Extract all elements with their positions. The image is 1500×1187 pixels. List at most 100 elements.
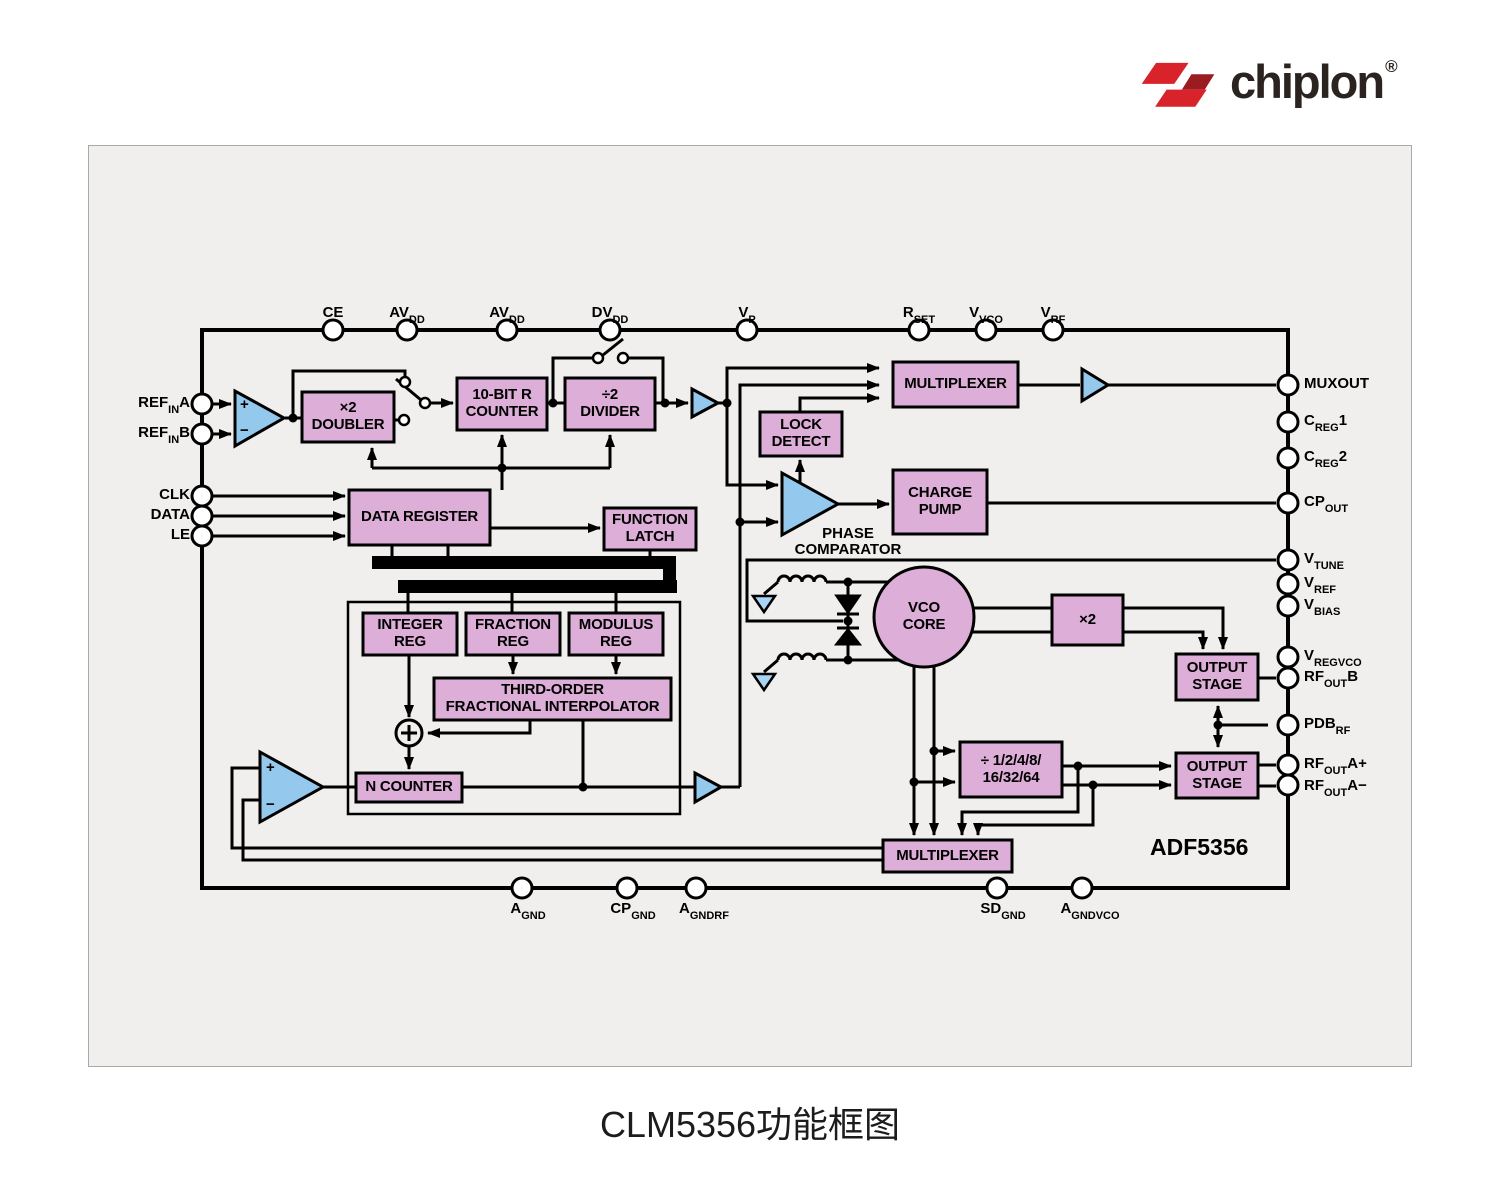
- block-integer-reg-rect: [361, 611, 459, 657]
- sigma-delta-groupbox: [346, 600, 682, 816]
- pin-label-pdbrf: PDBRF: [1304, 715, 1351, 737]
- pin-creg2: [1276, 446, 1300, 470]
- pin-label-creg1: CREG1: [1304, 412, 1348, 434]
- pin-clk: [190, 484, 214, 508]
- pin-agndvco: [1070, 876, 1094, 900]
- pin-label-agndvco: AGNDVCO: [1060, 900, 1120, 922]
- pin-label-agndrf: AGNDRF: [679, 900, 729, 922]
- pin-label-clk: CLK: [159, 486, 190, 503]
- block-output-stage-b: OUTPUT STAGE: [1186, 659, 1248, 693]
- pin-label-rfout-a-minus: RFOUTA−: [1304, 777, 1367, 799]
- block-multiplexer-bottom: MULTIPLEXER: [896, 846, 999, 864]
- brand-logo-icon: [1141, 62, 1215, 107]
- pin-agndrf: [684, 876, 708, 900]
- amplifier-triangles: [233, 366, 1111, 825]
- package-pins: [190, 318, 1300, 900]
- pin-label-vref: VREF: [1304, 574, 1337, 596]
- pin-label-rfout-a-plus: RFOUTA+: [1304, 755, 1367, 777]
- block-function-latch-rect: [602, 506, 698, 552]
- pin-label-vp: VP: [738, 304, 756, 326]
- block-output-stage-a-rect: [1174, 751, 1260, 800]
- pin-rfout-b: [1276, 666, 1300, 690]
- pin-rfout-a-plus: [1276, 753, 1300, 777]
- block-multiplexer-top-rect: [891, 360, 1020, 409]
- block-lock-detect-rect: [758, 410, 844, 458]
- block-x2-rect: [1050, 593, 1125, 647]
- comparator-plus-sign: +: [266, 759, 275, 776]
- pin-cpout: [1276, 491, 1300, 515]
- block-divider2: ÷2 DIVIDER: [580, 386, 640, 420]
- ground-icon: [750, 672, 778, 693]
- block-multiplexer-top: MULTIPLEXER: [904, 375, 1007, 393]
- chip-name: ADF5356: [1150, 834, 1249, 860]
- block-n-counter-rect: [354, 771, 464, 804]
- block-integer-reg: INTEGER REG: [377, 616, 443, 650]
- block-data-register: DATA REGISTER: [360, 508, 479, 526]
- adder-icon: [394, 718, 424, 748]
- pin-label-cpout: CPOUT: [1304, 493, 1349, 515]
- junction-dots: [288, 398, 1223, 792]
- pin-avdd-2: [495, 318, 519, 342]
- refbuf-plus-sign: +: [240, 396, 249, 413]
- block-output-stage-b-rect: [1174, 652, 1260, 702]
- pin-vbias: [1276, 594, 1300, 618]
- muxout-buffer-icon: [1080, 366, 1111, 404]
- pin-label-vrf: VRF: [1040, 304, 1066, 326]
- pin-creg1: [1276, 410, 1300, 434]
- ref-input-buffer-icon: [233, 388, 288, 449]
- pin-muxout: [1276, 373, 1300, 397]
- pin-label-vtune: VTUNE: [1304, 550, 1344, 572]
- block-vco-core-circle: [872, 565, 976, 669]
- pin-data: [190, 504, 214, 528]
- block-lock-detect: LOCK DETECT: [771, 416, 831, 450]
- block-r-counter-rect: [455, 376, 549, 432]
- pin-label-ce: CE: [322, 304, 344, 321]
- block-interpolator-rect: [432, 676, 673, 722]
- block-function-latch: FUNCTION LATCH: [612, 511, 688, 545]
- block-rf-divider: ÷ 1/2/4/8/ 16/32/64: [980, 751, 1042, 786]
- block-rf-divider-rect: [958, 740, 1064, 799]
- block-n-counter: N COUNTER: [365, 778, 453, 796]
- varactor-diodes: [833, 594, 863, 646]
- block-doubler-rect: [300, 390, 396, 444]
- pin-label-rset: RSET: [902, 304, 936, 326]
- block-fraction-reg-rect: [464, 611, 562, 657]
- block-multiplexer-bottom-rect: [881, 838, 1014, 874]
- pin-agnd: [510, 876, 534, 900]
- pin-vtune: [1276, 548, 1300, 572]
- ground-icon: [750, 594, 778, 615]
- block-vco-core: VCO CORE: [902, 599, 946, 633]
- pin-sdgnd: [985, 876, 1009, 900]
- pin-vrf: [1041, 318, 1065, 342]
- pin-label-rfout-b: RFOUTB: [1304, 668, 1359, 690]
- pin-rfout-a-minus: [1276, 773, 1300, 797]
- ground-symbols: [750, 594, 778, 693]
- pin-label-muxout: MUXOUT: [1304, 375, 1369, 392]
- data-bus-bars: [372, 556, 677, 593]
- pin-label-avdd-2: AVDD: [489, 304, 525, 326]
- pin-avdd-1: [395, 318, 419, 342]
- brand-logo: chiplon ®: [1136, 50, 1416, 112]
- pin-label-data: DATA: [150, 506, 190, 523]
- switch-contacts: [397, 351, 630, 427]
- pin-le: [190, 524, 214, 548]
- block-output-stage-a: OUTPUT STAGE: [1186, 757, 1248, 792]
- pin-label-refin-a: REFINA: [138, 394, 190, 416]
- caption: CLM5356功能框图: [599, 1104, 901, 1145]
- pin-refin-b: [190, 422, 214, 446]
- pin-vvco: [974, 318, 998, 342]
- pin-pdbrf: [1276, 713, 1300, 737]
- ref-path-buffer-icon: [690, 386, 722, 420]
- pin-label-vbias: VBIAS: [1304, 596, 1341, 618]
- pin-label-sdgnd: SDGND: [980, 900, 1026, 922]
- pin-vregvco: [1276, 645, 1300, 669]
- block-rects: [300, 360, 1260, 874]
- block-doubler: ×2 DOUBLER: [311, 399, 385, 433]
- pin-vref: [1276, 572, 1300, 596]
- pin-ce: [321, 318, 345, 342]
- pin-label-dvdd: DVDD: [591, 304, 629, 326]
- registered-mark: ®: [1385, 57, 1398, 76]
- pin-label-cpgnd: CPGND: [610, 900, 656, 922]
- pin-label-refin-b: REFINB: [138, 424, 190, 446]
